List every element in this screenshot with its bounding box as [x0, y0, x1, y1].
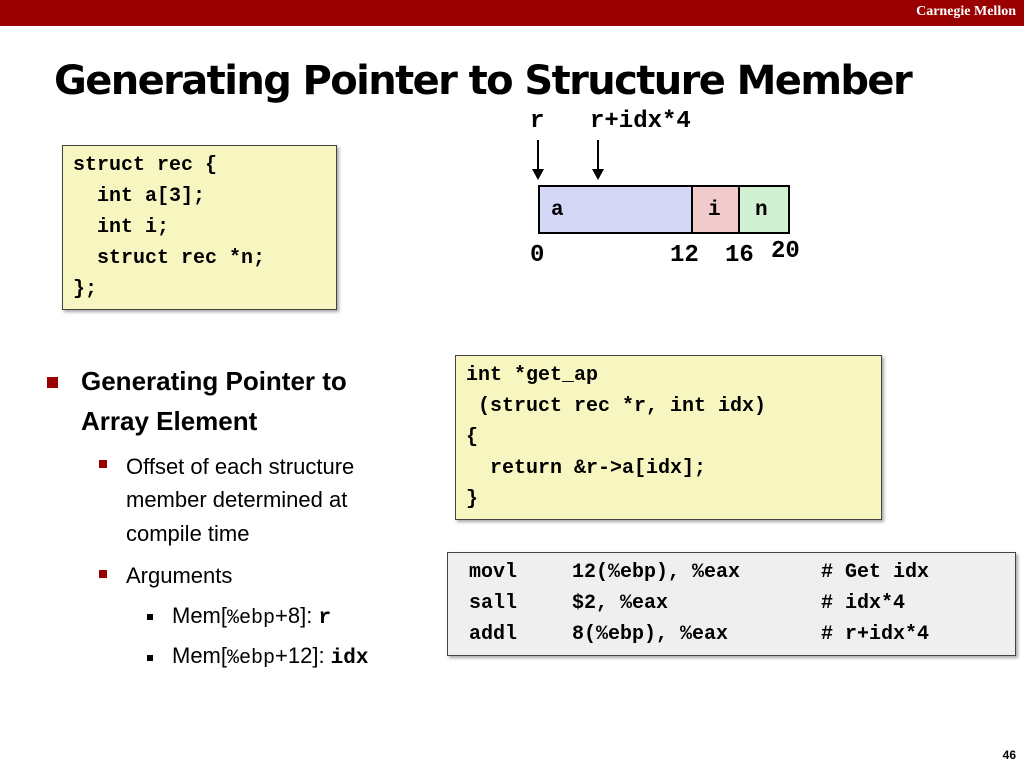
code-line: int i; [73, 216, 170, 239]
code-line: int a[3]; [73, 185, 206, 208]
argument-line-idx: Mem[%ebp+12]: idx [172, 643, 369, 670]
brand-label: Carnegie Mellon [916, 4, 1016, 19]
asm-op: addl [469, 623, 518, 646]
field-i: i [691, 185, 740, 234]
sub-bullet-line: member determined at [126, 487, 348, 512]
code-line: struct rec *n; [73, 247, 266, 270]
sub-bullet-square-icon [99, 570, 107, 578]
sub-bullet-line: compile time [126, 521, 250, 546]
pointer-arrow-r [532, 140, 544, 180]
offset-label: 16 [725, 242, 754, 269]
field-i-label: i [708, 199, 721, 222]
code-line: { [466, 426, 479, 449]
sub-sub-bullet-icon [147, 614, 153, 620]
code-line: (struct rec *r, int idx) [466, 395, 767, 418]
assembly-code-box: movl 12(%ebp), %eax # Get idx sall $2, %… [447, 552, 1016, 656]
asm-args: 8(%ebp), %eax [572, 623, 729, 646]
offset-label: 12 [670, 242, 699, 269]
asm-op: sall [469, 592, 518, 615]
field-n-label: n [755, 199, 768, 222]
code-line: struct rec { [73, 154, 218, 177]
bullet-main-line: Array Element [81, 406, 258, 436]
slide-title: Generating Pointer to Structure Member [54, 58, 913, 104]
code-line: return &r->a[idx]; [466, 457, 707, 480]
sub-sub-bullet-icon [147, 655, 153, 661]
code-line: }; [73, 278, 98, 301]
sub-bullet-line: Offset of each structure [126, 454, 355, 479]
code-line: int *get_ap [466, 364, 599, 387]
code-line: } [466, 488, 479, 511]
pointer-label-r: r [530, 108, 545, 135]
asm-comment: # r+idx*4 [821, 623, 930, 646]
struct-code-box: struct rec { int a[3]; int i; struct rec… [62, 145, 337, 310]
field-a-label: a [551, 199, 564, 222]
top-bar: Carnegie Mellon [0, 0, 1024, 26]
bullet-main-line: Generating Pointer to [81, 366, 347, 396]
asm-comment: # idx*4 [821, 592, 906, 615]
function-code-box: int *get_ap (struct rec *r, int idx) { r… [455, 355, 882, 520]
asm-args: $2, %eax [572, 592, 669, 615]
asm-op: movl [469, 561, 518, 584]
field-a: a [538, 185, 693, 234]
sub-bullet-arguments: Arguments [126, 563, 233, 588]
bullet-square-icon [47, 377, 58, 388]
asm-args: 12(%ebp), %eax [572, 561, 741, 584]
offset-label: 20 [771, 238, 800, 265]
asm-comment: # Get idx [821, 561, 930, 584]
argument-line-r: Mem[%ebp+8]: r [172, 603, 332, 630]
pointer-arrow-offset [592, 140, 604, 180]
offset-label: 0 [530, 242, 545, 269]
field-n: n [738, 185, 790, 234]
sub-bullet-square-icon [99, 460, 107, 468]
pointer-label-offset: r+idx*4 [590, 108, 691, 135]
page-number: 46 [1002, 748, 1016, 762]
